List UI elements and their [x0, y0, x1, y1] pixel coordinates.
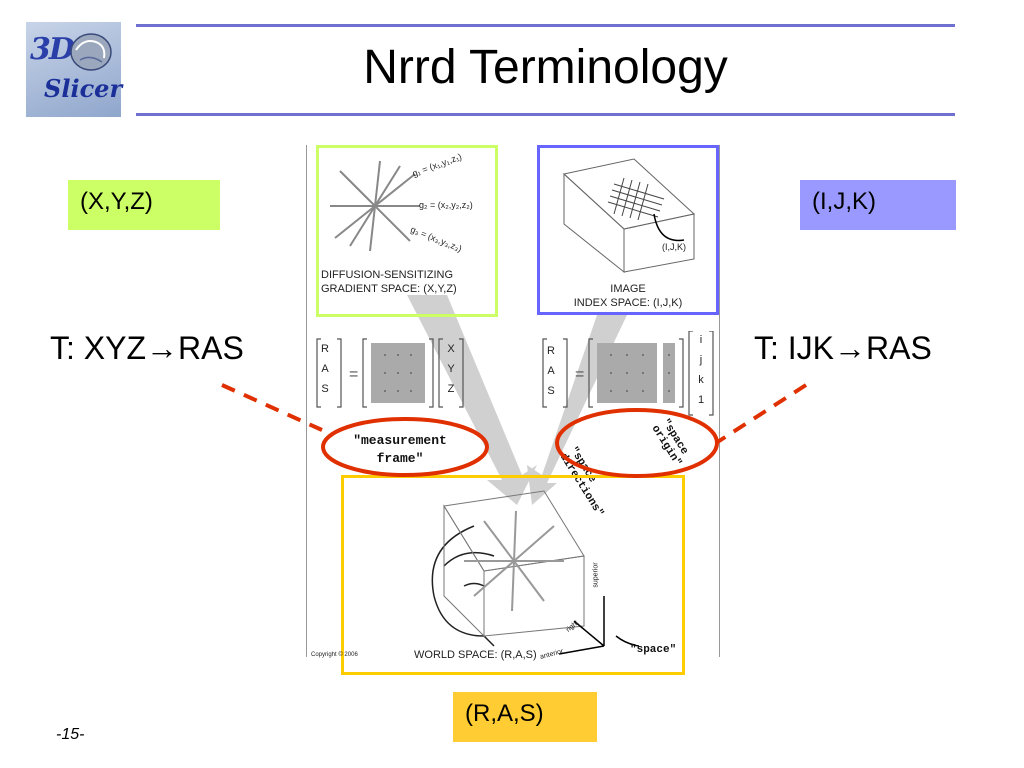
image-index-box: (I,J,K) IMAGE INDEX SPACE: (I,J,K): [537, 145, 719, 315]
page-number: -15-: [56, 726, 85, 743]
image-cube-icon: [562, 158, 696, 274]
right-rhs-i: i: [699, 334, 703, 346]
left-rhs-x: X: [447, 343, 455, 355]
left-rhs-z: Z: [447, 383, 455, 395]
gradient-space-box: g₁ = (x₁,y₁,z₁) g₂ = (x₂,y₂,z₂) g₃ = (x₃…: [316, 145, 498, 317]
left-ras-r: R: [321, 343, 329, 355]
right-ras-a: A: [547, 365, 555, 377]
left-rhs-y: Y: [447, 363, 455, 375]
brain-icon: [70, 33, 112, 71]
logo-3d-text: 3D: [30, 32, 75, 67]
right-rhs-j: j: [699, 354, 703, 366]
gradient-label-line1: DIFFUSION-SENSITIZING: [321, 269, 453, 281]
right-ras-s: S: [547, 385, 555, 397]
svg-text:=: =: [349, 366, 358, 383]
right-matrix-equation: =: [542, 331, 714, 416]
ijk-point-label: (I,J,K): [662, 242, 686, 252]
right-rhs-1: 1: [697, 394, 705, 406]
ijk-badge: (I,J,K): [800, 180, 956, 230]
left-dashed-leader: [221, 383, 323, 432]
logo-slicer-text: Slicer: [44, 74, 123, 103]
svg-text:=: =: [575, 366, 584, 383]
gradient-vectors-icon: [330, 160, 420, 252]
world-space-label: WORLD SPACE: (R,A,S): [414, 649, 537, 661]
title-rule-top: [136, 24, 955, 27]
ras-badge: (R,A,S): [453, 692, 597, 742]
title-rule-bottom: [136, 113, 955, 116]
measurement-frame-line1: "measurement: [353, 433, 447, 448]
transform-ijk-ras: T: IJK→RAS: [754, 330, 932, 366]
right-ras-r: R: [547, 345, 555, 357]
page-title: Nrrd Terminology: [363, 41, 728, 94]
image-label-line2: INDEX SPACE: (I,J,K): [573, 297, 683, 309]
right-rhs-k: k: [698, 374, 704, 386]
space-directions-ellipse: [555, 408, 719, 478]
measurement-frame-line2: frame": [376, 451, 424, 466]
right-dashed-leader: [714, 383, 808, 445]
image-label-line1: IMAGE: [610, 283, 646, 295]
g2-label: g₂ = (x₂,y₂,z₂): [419, 200, 473, 210]
left-ras-s: S: [321, 383, 329, 395]
copyright-label: Copyright © 2006: [311, 652, 358, 658]
space-label: "space": [630, 644, 677, 656]
measurement-frame-ellipse: [321, 417, 489, 477]
xyz-badge: (X,Y,Z): [68, 180, 220, 230]
gradient-label-line2: GRADIENT SPACE: (X,Y,Z): [321, 283, 457, 295]
slicer-logo: 3D Slicer: [26, 22, 123, 117]
head-with-cube-icon: [431, 490, 640, 655]
transform-xyz-ras: T: XYZ→RAS: [50, 330, 244, 366]
left-matrix-equation: =: [316, 338, 464, 408]
left-ras-a: A: [321, 363, 329, 375]
world-space-box: superior right anterior WORLD SPACE: (R,…: [341, 475, 685, 675]
nrrd-figure: g₁ = (x₁,y₁,z₁) g₂ = (x₂,y₂,z₂) g₃ = (x₃…: [306, 145, 720, 675]
